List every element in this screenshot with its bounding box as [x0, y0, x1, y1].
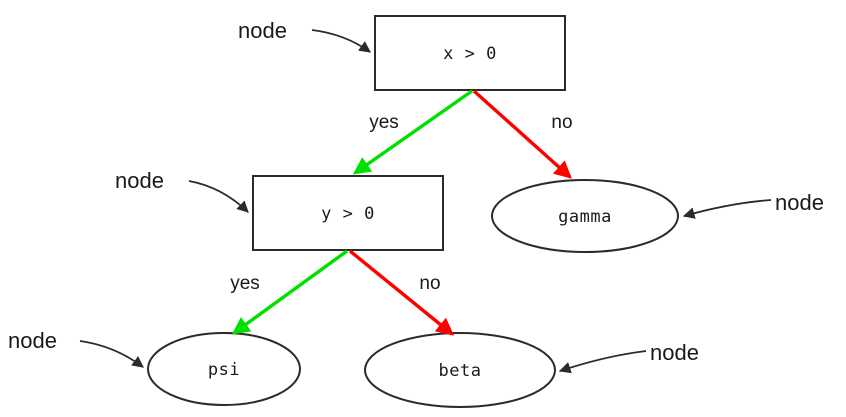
callout-node-beta: node [558, 340, 699, 374]
edge-second-beta-line [348, 249, 455, 336]
callout-node-gamma: node [682, 190, 824, 219]
callout-node-root: node [238, 18, 371, 53]
edge-root-second-line [352, 89, 473, 175]
node-beta-ellipse [364, 332, 556, 408]
callout-node-psi: node [8, 328, 144, 368]
callout-node-second-arrow [188, 180, 249, 213]
node-beta[interactable]: beta [364, 332, 556, 408]
edge-root-gamma-line [472, 89, 572, 179]
callout-node-second-label: node [115, 168, 164, 193]
node-psi[interactable]: psi [147, 332, 301, 406]
edge-root-gamma-label: no [551, 112, 572, 133]
callout-node-beta-arrow [558, 350, 647, 374]
edge-second-beta-no[interactable]: no [348, 249, 455, 336]
node-second-rect [252, 175, 444, 251]
edge-root-gamma-no[interactable]: no [472, 89, 573, 179]
node-root-label: x > 0 [443, 44, 497, 64]
node-gamma[interactable]: gamma [491, 179, 679, 253]
callout-node-psi-label: node [8, 328, 57, 353]
callout-node-root-arrow [311, 29, 371, 53]
callout-node-psi-arrow [79, 340, 144, 368]
node-gamma-ellipse [491, 179, 679, 253]
edge-root-second-yes[interactable]: yes [352, 89, 473, 175]
edge-second-psi-yes[interactable]: yes [230, 249, 348, 335]
callout-node-second: node [115, 168, 249, 213]
node-psi-ellipse [147, 332, 301, 406]
callout-node-gamma-arrow [682, 199, 772, 219]
node-second-label: y > 0 [321, 204, 375, 224]
node-beta-label: beta [439, 361, 482, 381]
edge-root-second-label: yes [369, 112, 399, 133]
callout-node-root-label: node [238, 18, 287, 43]
node-root-rect [374, 15, 566, 91]
edge-second-psi-line [231, 249, 348, 335]
node-psi-label: psi [208, 360, 240, 380]
node-root[interactable]: x > 0 [374, 15, 566, 91]
callout-node-gamma-label: node [775, 190, 824, 215]
node-gamma-label: gamma [558, 207, 612, 227]
node-second[interactable]: y > 0 [252, 175, 444, 251]
edge-second-psi-label: yes [230, 273, 260, 294]
callout-node-beta-label: node [650, 340, 699, 365]
edge-second-beta-label: no [419, 273, 440, 294]
